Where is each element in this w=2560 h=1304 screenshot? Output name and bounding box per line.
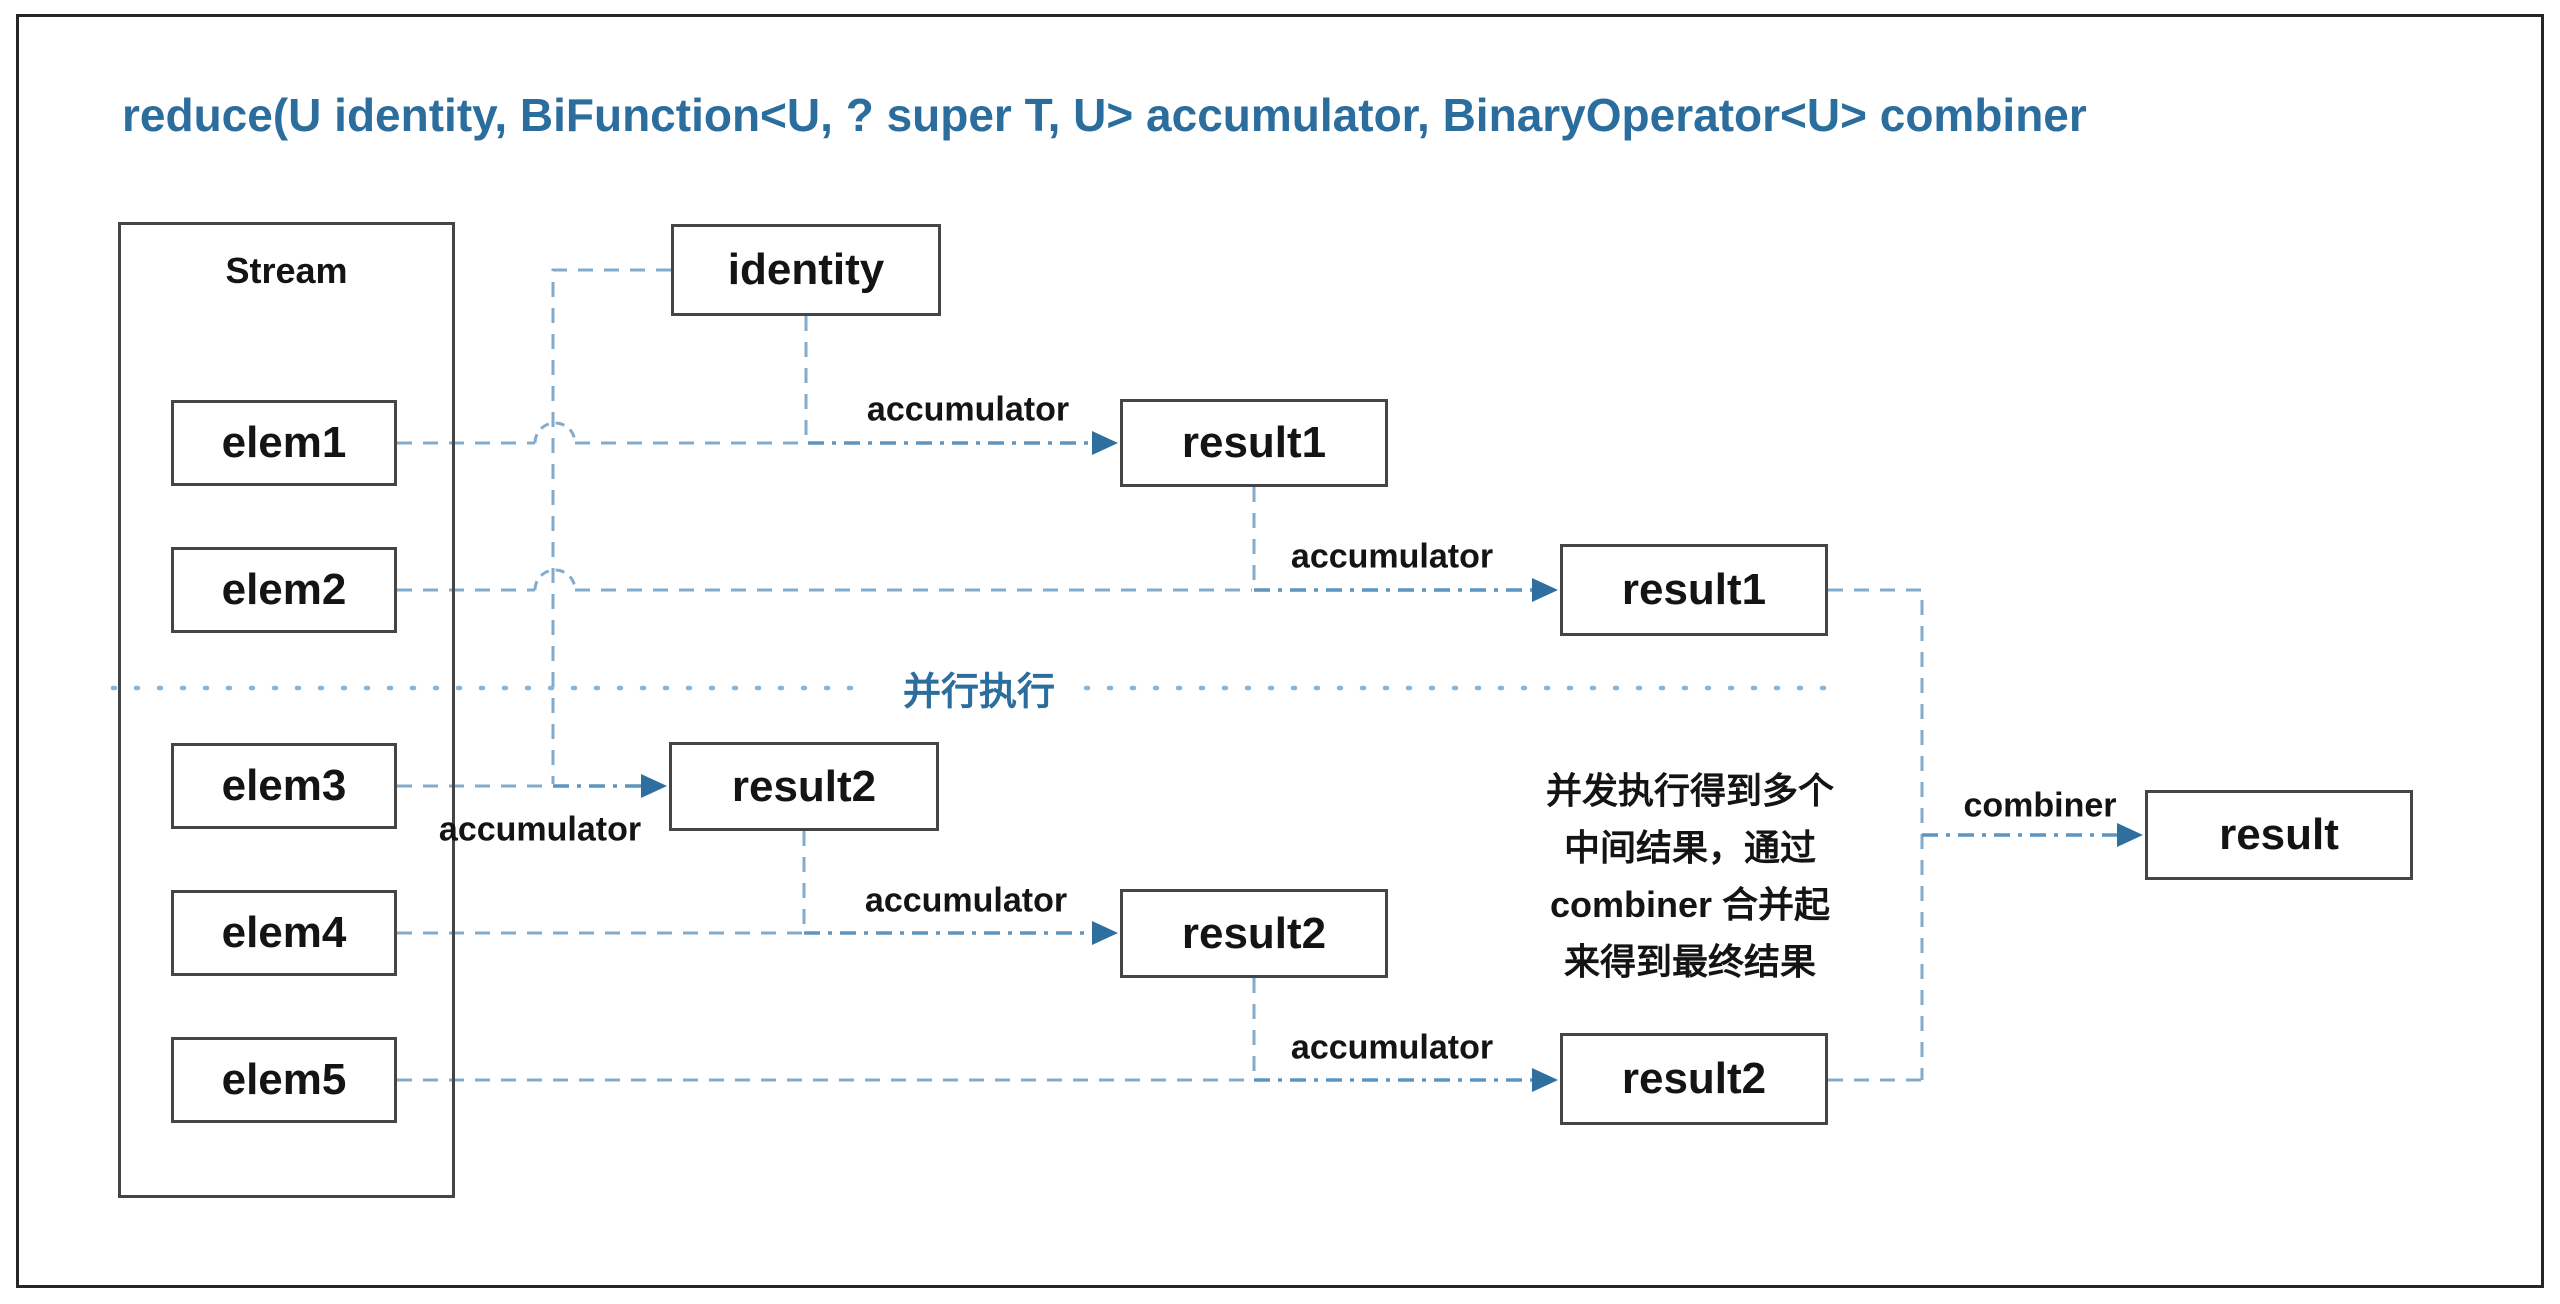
arrowhead-result — [2117, 823, 2143, 847]
stream-elem1-box: elem1 — [171, 400, 397, 486]
result1-first-box: result1 — [1120, 399, 1388, 487]
combiner-annotation: 并发执行得到多个 中间结果，通过 combiner 合并起 来得到最终结果 — [1546, 762, 1834, 990]
annotation-line-2: 中间结果，通过 — [1563, 827, 1817, 868]
result2-third-box: result2 — [1560, 1033, 1828, 1125]
accumulator-label-3: accumulator — [438, 810, 642, 849]
annotation-line-1: 并发执行得到多个 — [1545, 770, 1835, 811]
dashed-connectors — [397, 268, 1924, 1082]
accumulator-label-5: accumulator — [1290, 1028, 1494, 1067]
annotation-line-3: combiner 合并起 — [1549, 884, 1831, 925]
stream-elem5-box: elem5 — [171, 1037, 397, 1123]
parallel-execution-label: 并行执行 — [902, 671, 1056, 714]
identity-box: identity — [671, 224, 941, 316]
stream-elem4-box: elem4 — [171, 890, 397, 976]
arrowhead-result1a — [1092, 431, 1118, 455]
accumulator-label-4: accumulator — [864, 881, 1068, 920]
accumulator-label-2: accumulator — [1290, 537, 1494, 576]
stream-elem2-box: elem2 — [171, 547, 397, 633]
edge-result1b-right-down — [1828, 588, 1924, 1080]
final-result-box: result — [2145, 790, 2413, 880]
arrowhead-result2a — [641, 774, 667, 798]
result1-second-box: result1 — [1560, 544, 1828, 636]
result2-first-box: result2 — [669, 742, 939, 831]
edge-identity-left-down — [551, 268, 671, 784]
arrowhead-result2c — [1532, 1068, 1558, 1092]
stream-container-label: Stream — [225, 250, 348, 291]
arrowhead-result1b — [1532, 578, 1558, 602]
stream-container — [118, 222, 455, 1198]
accumulator-label-1: accumulator — [866, 390, 1070, 429]
combiner-label: combiner — [1963, 786, 2117, 825]
diagram-title: reduce(U identity, BiFunction<U, ? super… — [122, 89, 2087, 141]
arrow-shafts — [553, 441, 2129, 1082]
annotation-line-4: 来得到最终结果 — [1563, 941, 1817, 982]
hop-arc-elem2 — [533, 568, 577, 591]
line-hop-arcs — [533, 421, 577, 591]
arrowheads — [641, 431, 2143, 1092]
stream-elem3-box: elem3 — [171, 743, 397, 829]
result2-second-box: result2 — [1120, 889, 1388, 978]
outer-frame — [16, 14, 2544, 1288]
arrowhead-result2b — [1092, 921, 1118, 945]
hop-arc-elem1 — [533, 421, 577, 444]
